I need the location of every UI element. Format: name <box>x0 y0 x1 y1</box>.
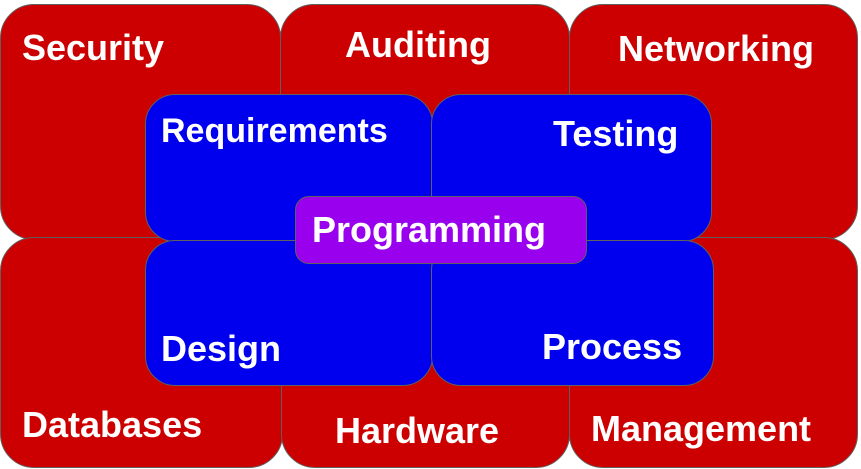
auditing-label: Auditing <box>345 24 491 65</box>
programming-block <box>295 196 587 264</box>
security-label: Security <box>22 27 165 68</box>
hardware-label: Hardware <box>335 410 500 451</box>
testing-label: Testing <box>553 113 679 154</box>
requirements-label: Requirements <box>161 112 388 150</box>
design-label: Design <box>161 328 282 369</box>
programming-label: Programming <box>312 209 547 250</box>
networking-label: Networking <box>618 28 815 69</box>
process-block <box>431 240 714 386</box>
design-block <box>145 240 433 386</box>
management-label: Management <box>591 408 812 449</box>
process-label: Process <box>542 326 683 367</box>
databases-label: Databases <box>22 404 203 445</box>
